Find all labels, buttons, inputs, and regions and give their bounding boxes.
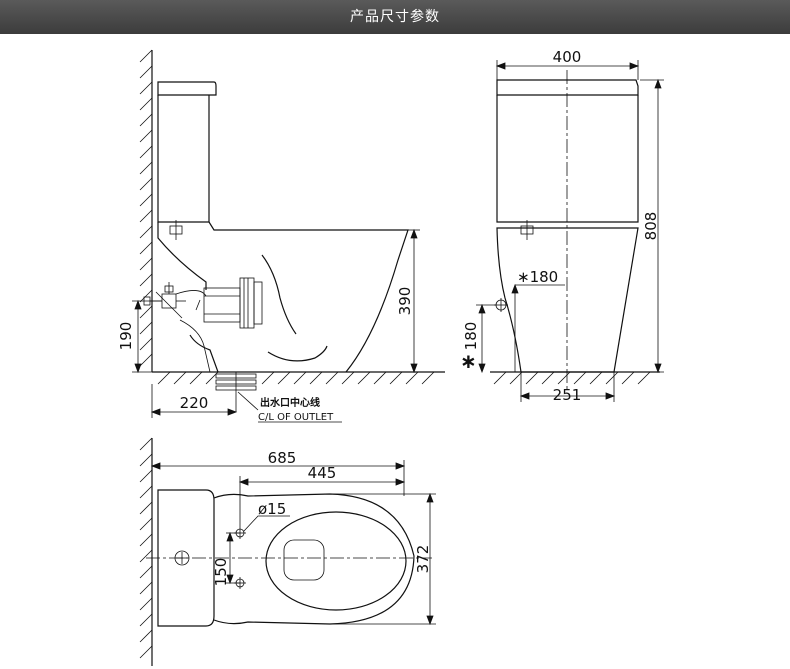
top-wall-hatch	[139, 437, 153, 659]
outlet-label-en: C/L OF OUTLET	[258, 412, 334, 423]
dim-total-height: 808	[642, 212, 660, 241]
front-floor-hatch	[493, 371, 651, 385]
page-header: 产品尺寸参数	[0, 0, 790, 34]
angle-valve	[143, 282, 186, 319]
hole-leader	[243, 515, 290, 532]
outlet-leader	[237, 391, 259, 411]
tank-bolt	[169, 220, 183, 240]
dim-808	[616, 78, 664, 374]
outlet-label-cn: 出水口中心线	[260, 396, 320, 409]
dim-valve-height: 180	[462, 322, 480, 351]
tank-body	[157, 95, 210, 223]
front-bolt	[520, 220, 534, 240]
front-view: ∗180 400 808 180 ∗	[460, 48, 664, 404]
dim-base-width: 251	[553, 386, 582, 404]
front-bowl	[496, 227, 639, 373]
top-seat	[265, 511, 407, 611]
dim-390	[408, 228, 420, 374]
front-tank	[496, 95, 639, 223]
tank-lid	[157, 81, 217, 96]
trapway-lower	[267, 345, 328, 362]
front-tank-lid	[496, 79, 639, 96]
dim-685	[150, 460, 406, 496]
bowl-outline	[208, 221, 409, 373]
top-bowl	[213, 493, 415, 625]
dim-inlet-height: ∗180	[517, 268, 558, 286]
side-view: 190 390 220 出水口中心线 C/L OF OUTLET	[117, 49, 445, 423]
wall-hatch	[139, 49, 153, 367]
dim-height: 390	[396, 287, 414, 316]
dim-251	[519, 372, 616, 402]
dim-400	[495, 60, 640, 80]
dim-372	[330, 492, 436, 626]
dim-445	[238, 476, 406, 527]
dim-220	[150, 384, 238, 418]
dim-outlet-height: 190	[117, 322, 135, 351]
dim-bowl-length: 445	[308, 464, 337, 482]
dim-inlet-180	[511, 283, 565, 372]
dim-hole-diameter: ø15	[258, 500, 286, 518]
trap-back	[157, 222, 207, 290]
outlet-pipe	[179, 319, 211, 373]
dim-valve-180	[476, 303, 496, 374]
dim-length: 685	[268, 449, 297, 467]
floor-outlet	[215, 372, 257, 412]
top-view: 685 445 372 150 ø15	[139, 437, 436, 666]
floor-hatch	[157, 371, 435, 385]
bowl-foot	[189, 334, 219, 373]
dim-150	[226, 531, 240, 585]
top-tank	[157, 489, 215, 627]
dim-width: 400	[553, 48, 582, 66]
top-drain	[283, 539, 325, 581]
dim-width-372: 372	[414, 545, 432, 574]
dim-outlet-distance: 220	[180, 394, 209, 412]
dim-190	[132, 299, 162, 374]
asterisk-mark: ∗	[460, 349, 477, 373]
trapway-upper	[261, 254, 297, 335]
outlet-flange	[203, 277, 263, 329]
dim-spacing: 150	[212, 558, 230, 587]
